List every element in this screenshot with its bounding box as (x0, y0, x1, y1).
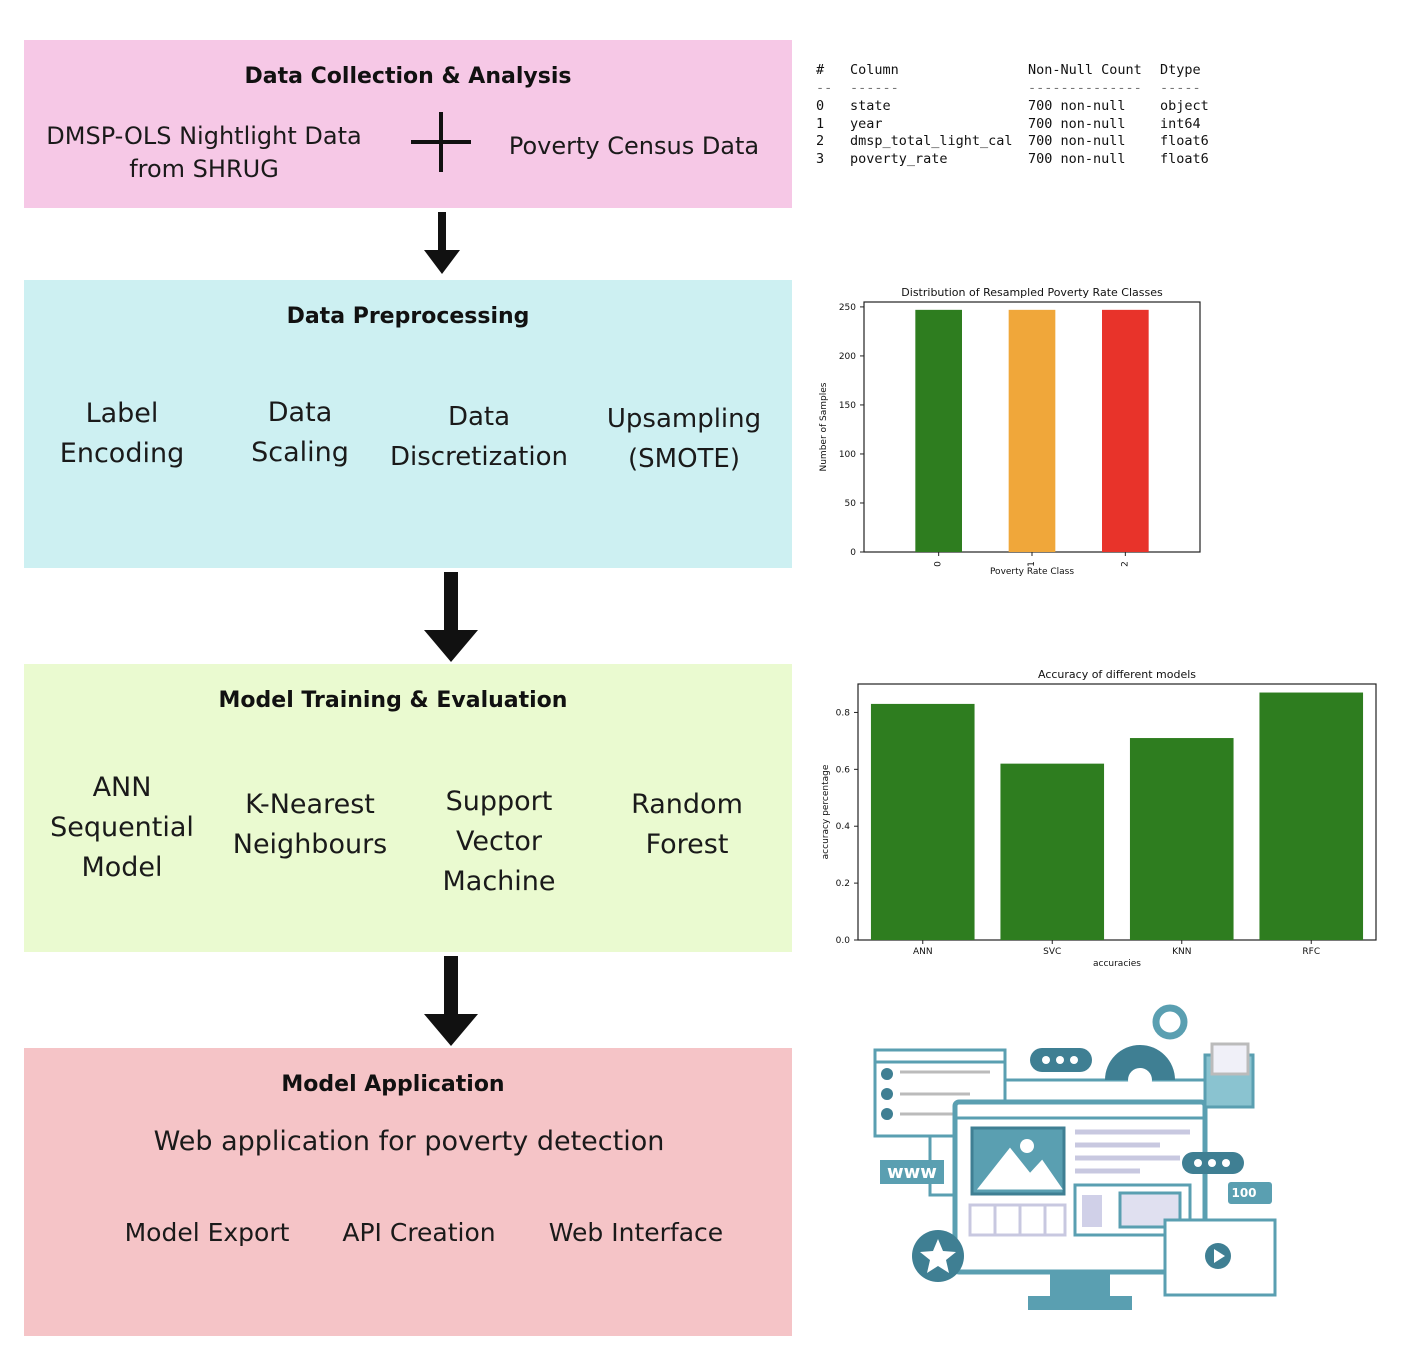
bar (870, 703, 975, 940)
poverty-census-label: Poverty Census Data (508, 132, 760, 160)
like-count-label: 100 (1231, 1186, 1256, 1200)
table-cell: 1 (816, 116, 825, 132)
y-tick-label: 0.0 (836, 936, 851, 946)
flow-arrow-3 (424, 956, 478, 1046)
www-label: www (887, 1162, 937, 1183)
upsampling-item: Upsampling (SMOTE) (606, 404, 762, 474)
flow-arrow-2 (424, 572, 478, 662)
table-header-cell: Non-Null Count (1028, 62, 1142, 78)
table-cell: year (850, 116, 883, 132)
bar (1008, 309, 1056, 552)
stage-preprocessing: Data Preprocessing Label Encoding Data S… (24, 280, 792, 568)
app-subtitle: Web application for poverty detection (153, 1126, 665, 1157)
ann-model-item: ANN Sequential Model (50, 772, 194, 883)
table-separator: ------ (850, 80, 899, 96)
y-axis-label: accuracy percentage (821, 764, 831, 859)
x-axis-label: Poverty Rate Class (990, 567, 1074, 577)
x-tick-label: 1 (1027, 561, 1037, 567)
web-app-icon (873, 1004, 1277, 1310)
bar (1259, 692, 1364, 940)
plot-frame (857, 683, 1377, 941)
data-scaling-item: Data Scaling (251, 397, 349, 468)
y-axis-label: Number of Samples (819, 382, 829, 471)
stage-model-application: Model Application Web application for po… (24, 1048, 792, 1336)
table-row: 2 dmsp_total_light_cal 700 non-null floa… (816, 133, 1209, 151)
table-separator: -------------- (1028, 80, 1142, 96)
x-tick-label: 0 (934, 561, 944, 567)
web-app-illustration: www 100 (873, 1004, 1277, 1310)
table-cell: 700 non-null (1028, 116, 1126, 132)
y-tick-label: 250 (839, 303, 856, 313)
stage-model-training: Model Training & Evaluation ANN Sequenti… (24, 664, 792, 952)
y-tick-label: 150 (839, 401, 856, 411)
chart-title: Distribution of Resampled Poverty Rate C… (901, 286, 1163, 299)
table-cell: object (1160, 98, 1209, 114)
stage-title: Model Training & Evaluation (218, 688, 568, 713)
bar (1102, 309, 1149, 552)
table-cell: 700 non-null (1028, 98, 1126, 114)
random-forest-item: Random Forest (631, 789, 743, 860)
table-separator: -- (816, 80, 833, 96)
x-tick-label: RFC (1302, 947, 1320, 957)
table-cell: 0 (816, 98, 825, 114)
x-tick-label: ANN (913, 947, 933, 957)
y-tick-label: 50 (845, 499, 857, 509)
y-tick-label: 0.6 (836, 765, 851, 775)
y-tick-label: 0.4 (836, 822, 851, 832)
table-header-cell: Dtype (1160, 62, 1201, 78)
api-creation-item: API Creation (342, 1218, 496, 1247)
bar (1000, 763, 1105, 940)
class-distribution-chart: Distribution of Resampled Poverty Rate C… (819, 286, 1201, 577)
flow-arrow-1 (424, 212, 460, 274)
table-cell: 3 (816, 151, 825, 167)
label-encoding-item: Label Encoding (59, 398, 185, 469)
y-tick-label: 0 (850, 548, 856, 558)
stage-title: Model Application (281, 1072, 505, 1097)
table-header-row: # Column Non-Null Count Dtype (816, 62, 1201, 80)
stage-title: Data Preprocessing (286, 304, 530, 329)
y-tick-label: 200 (839, 352, 856, 362)
chart-title: Accuracy of different models (1038, 668, 1196, 681)
table-cell: 700 non-null (1028, 151, 1126, 167)
model-accuracy-chart: Accuracy of different models 0.0 0.2 0.4 0.6… (821, 668, 1377, 969)
table-row: 1 year 700 non-null int64 (816, 116, 1201, 134)
table-header-cell: Column (850, 62, 899, 78)
x-tick-label: 2 (1120, 561, 1130, 567)
table-cell: state (850, 98, 891, 114)
y-tick-label: 100 (839, 450, 856, 460)
data-discretization-item: Data Discretization (389, 402, 568, 472)
model-export-item: Model Export (124, 1218, 290, 1247)
plus-icon (411, 112, 471, 172)
table-separator: ----- (1160, 80, 1201, 96)
x-tick-label: KNN (1172, 947, 1191, 957)
svm-model-item: Support Vector Machine (442, 786, 556, 897)
table-cell: 700 non-null (1028, 133, 1126, 149)
bar (915, 309, 962, 552)
table-separator-row: -- ------ -------------- ----- (816, 80, 1201, 98)
bar (1129, 738, 1234, 940)
table-header-cell: # (816, 62, 825, 78)
table-cell: dmsp_total_light_cal (850, 133, 1013, 149)
table-cell: 2 (816, 133, 825, 149)
y-tick-label: 0.2 (836, 879, 850, 889)
table-row: 3 poverty_rate 700 non-null float6 (816, 151, 1209, 169)
stage-title: Data Collection & Analysis (244, 64, 572, 89)
stage-data-collection: Data Collection & Analysis DMSP-OLS Nigh… (24, 40, 792, 208)
knn-model-item: K-Nearest Neighbours (232, 789, 388, 860)
table-cell: poverty_rate (850, 151, 948, 167)
web-interface-item: Web Interface (548, 1218, 724, 1247)
nightlight-data-label: DMSP-OLS Nightlight Data from SHRUG (46, 122, 362, 183)
x-tick-label: SVC (1043, 947, 1061, 957)
table-cell: float6 (1160, 151, 1209, 167)
y-tick-label: 0.8 (836, 708, 851, 718)
x-axis-label: accuracies (1093, 959, 1141, 969)
table-cell: float6 (1160, 133, 1209, 149)
table-cell: int64 (1160, 116, 1201, 132)
table-row: 0 state 700 non-null object (816, 98, 1209, 116)
